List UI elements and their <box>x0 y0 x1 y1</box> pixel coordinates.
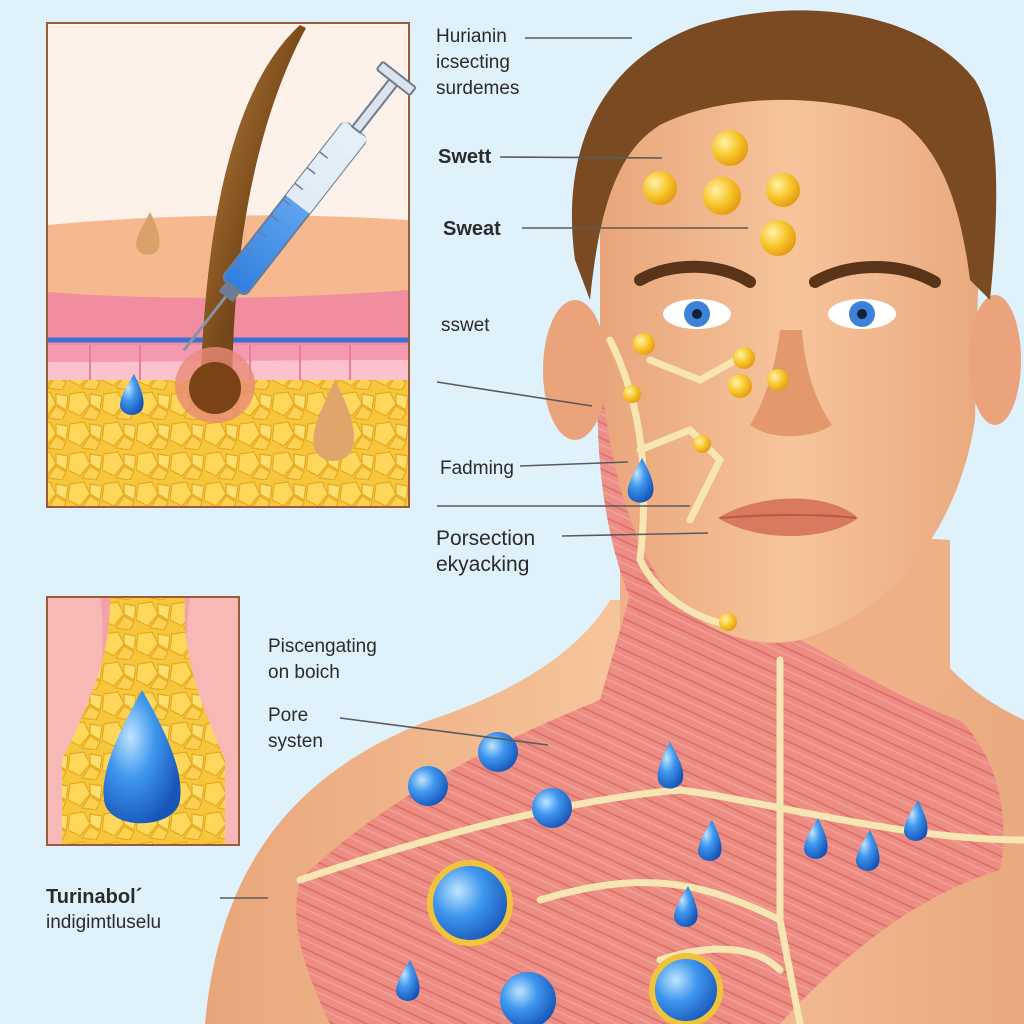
label-pore-line1: Porsection <box>436 527 536 550</box>
syringe <box>182 61 417 352</box>
label-left-mid-line2: on boich <box>268 662 340 683</box>
label-pore-system-line2: systen <box>268 731 323 752</box>
pore-inset <box>46 596 240 846</box>
skin-cross-section-inset <box>46 22 417 508</box>
label-bottom-line1: Turinabol´ <box>46 886 143 908</box>
right-eyebrow <box>809 261 941 288</box>
label-sweat-3: sswet <box>441 315 490 336</box>
hair <box>571 10 997 301</box>
nose <box>750 330 832 437</box>
forehead-sweat-globules <box>623 130 800 631</box>
label-sweat-1: Swett <box>438 146 492 168</box>
label-top-line3: surdemes <box>436 78 520 99</box>
label-leader-lines <box>220 37 748 899</box>
label-pore-line2: ekyacking <box>436 553 530 576</box>
label-bottom-line2: indigimtluselu <box>46 912 162 933</box>
left-ear <box>543 300 607 440</box>
label-left-mid-line1: Piscengating <box>268 636 377 657</box>
left-eyebrow <box>634 260 756 288</box>
sweat-drops <box>396 458 928 1024</box>
right-ear <box>969 295 1021 425</box>
label-fadming: Fadming <box>440 458 514 479</box>
pore-drop <box>103 690 181 824</box>
label-sweat-2: Sweat <box>443 218 501 240</box>
hair-shaft <box>200 25 306 400</box>
label-top-line1: Hurianin <box>436 26 507 47</box>
label-top-line2: icsecting <box>436 52 510 73</box>
label-pore-system-line1: Pore <box>268 705 309 726</box>
mouth <box>718 498 858 537</box>
